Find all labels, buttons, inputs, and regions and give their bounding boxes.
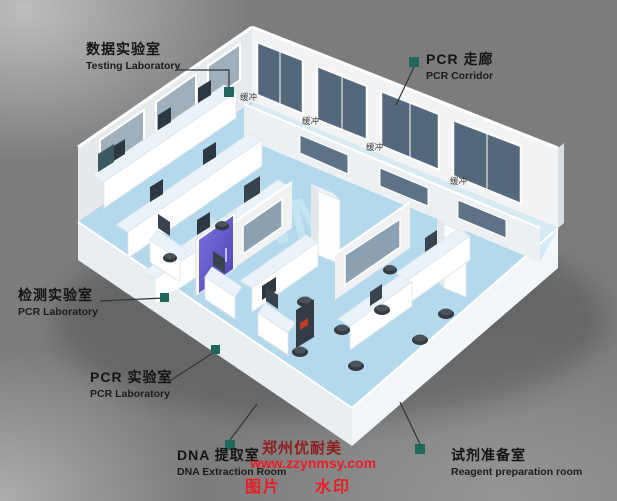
room-name-en: PCR Laboratory [90,387,170,400]
marker-pcr-laboratory [211,345,220,354]
watermark-tag-right: 水印 [315,479,352,496]
room-name-zh: 试剂准备室 [451,447,526,463]
monitor [197,212,210,235]
buffer-room-label: 缓冲 [450,176,467,186]
corridor-partition-wall [243,103,541,262]
callout-pcr-laboratory: PCR 实验室 PCR Laboratory [90,370,172,400]
callout-markers [160,57,425,454]
front-left-floor-edge [77,221,353,409]
marker-reagent-preparation-room [415,444,425,454]
watermark-brand: 郑州优耐美 [262,440,343,457]
leader-pcr-corridor [395,66,415,106]
bench-equipment [244,176,260,203]
monitor [150,179,163,202]
leader-inspection-laboratory [99,297,165,302]
marker-dna-extraction-room [225,440,235,450]
reagent-room-benches [337,228,471,351]
monitor [203,142,216,165]
bench-equipment [98,144,114,172]
room-name-zh: 数据实验室 [86,41,161,57]
leader-dna-extraction-room [229,403,258,441]
buffer-room-label: 缓冲 [240,92,257,102]
bench-equipment [370,284,382,306]
room-name-zh: 检测实验室 [18,287,93,303]
room-name-en: PCR Laboratory [18,305,98,318]
bench-equipment [425,230,437,252]
callout-pcr-corridor: PCR 走廊 PCR Corridor [426,52,493,82]
monitor [112,139,125,162]
room-name-en: Testing Laboratory [86,59,181,72]
leader-testing-laboratory [178,69,230,87]
analyzer-light [300,318,308,330]
marker-testing-laboratory [224,87,234,97]
buffer-room-label: 缓冲 [302,116,319,126]
watermark-url: www.zzynmsy.com [250,455,377,471]
callout-reagent-preparation-room: 试剂准备室 Reagent preparation room [451,448,582,478]
callout-leaders [99,66,421,445]
room-name-zh: PCR 实验室 [90,369,173,385]
marker-pcr-corridor [409,57,419,67]
room-name-zh: PCR 走廊 [426,51,494,67]
monitor [213,251,225,273]
watermark-tag-left: 图片 [245,479,282,496]
callout-inspection-laboratory: 检测实验室 PCR Laboratory [18,288,98,318]
front-edge-desks [149,214,296,356]
interior-window [242,197,283,256]
front-right-floor-edge [351,227,559,409]
interior-window [299,134,349,175]
interior-window [457,199,507,239]
marker-inspection-laboratory [160,293,169,302]
monitor [158,107,171,130]
interior-window [344,217,401,287]
corridor-outer-wall: 缓冲 缓冲 缓冲 缓冲 [240,25,564,228]
room-name-en: Reagent preparation room [451,465,583,478]
room-name-zh: DNA 提取室 [177,447,260,463]
lab-stools [163,221,454,371]
buffer-room-label: 缓冲 [366,142,383,152]
monitor [158,214,170,236]
room-name-en: DNA Extraction Room [177,465,287,478]
leader-reagent-preparation-room [399,401,421,445]
callout-dna-extraction-room: DNA 提取室 DNA Extraction Room [177,448,286,478]
building-plinth [78,222,558,446]
callout-testing-laboratory: 数据实验室 Testing Laboratory [86,42,180,72]
bench-equipment [262,277,276,300]
leader-pcr-laboratory [167,350,217,383]
monitor [266,287,278,309]
monitor [198,80,211,103]
room-name-en: PCR Corridor [426,69,494,82]
partition-wall-b [334,201,411,300]
interior-window [379,167,429,207]
